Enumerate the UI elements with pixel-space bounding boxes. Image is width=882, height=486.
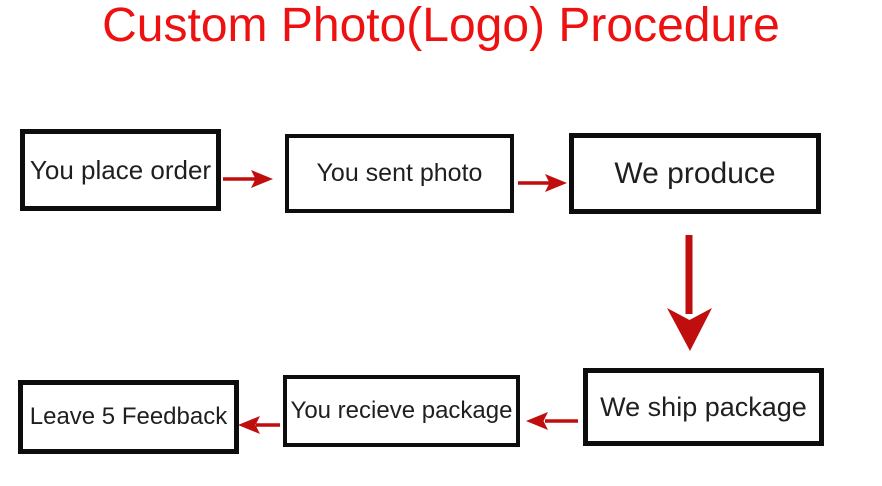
flow-step-feedback: Leave 5 Feedback — [18, 380, 239, 454]
flow-step-label: Leave 5 Feedback — [29, 403, 228, 430]
page-title: Custom Photo(Logo) Procedure — [102, 0, 780, 52]
arrow-left-icon — [238, 416, 280, 434]
arrow-right-icon — [223, 170, 273, 188]
arrow-right-icon — [518, 174, 567, 192]
flow-step-sent-photo: You sent photo — [285, 134, 514, 213]
flow-step-place-order: You place order — [20, 129, 221, 211]
flow-step-ship-package: We ship package — [583, 368, 824, 446]
arrow-left-icon — [526, 412, 578, 430]
flow-step-label: We produce — [614, 156, 776, 190]
flow-step-label: We ship package — [600, 391, 807, 422]
flow-step-label: You place order — [29, 154, 212, 185]
arrow-down-icon — [667, 235, 712, 351]
flow-step-produce: We produce — [569, 133, 821, 214]
flow-step-label: You recieve package — [290, 397, 513, 424]
flow-step-label: You sent photo — [316, 159, 483, 187]
flow-step-recieve-package: You recieve package — [283, 375, 520, 447]
